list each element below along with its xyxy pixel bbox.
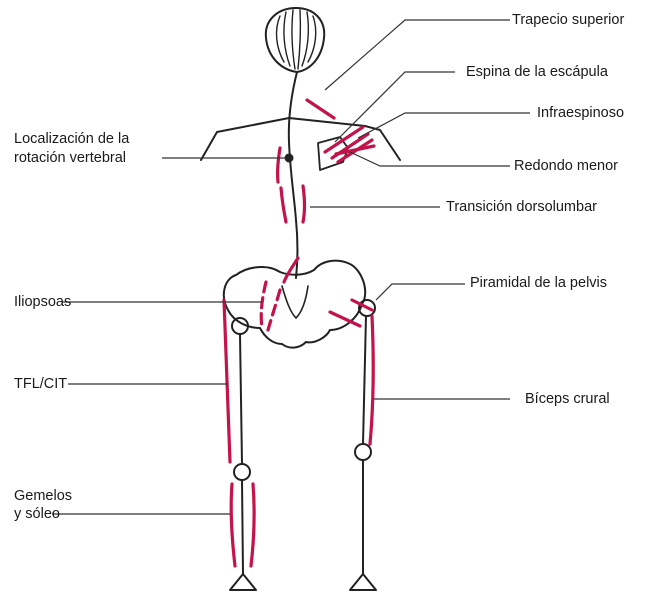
spine-muscle-segment-2 [281, 188, 286, 222]
gemelos-muscle-right [251, 484, 254, 566]
transicion-muscle [303, 186, 305, 222]
label-localizacion-line2: rotación vertebral [14, 149, 126, 167]
iliopsoas-muscle-2 [268, 290, 280, 330]
label-localizacion-line1: Localización de la [14, 130, 129, 148]
shoulder-girdle [201, 118, 400, 160]
leader-redondo [350, 152, 510, 166]
muscles [224, 100, 374, 566]
spine [289, 72, 298, 278]
right-knee-joint [355, 444, 371, 460]
label-biceps-crural: Bíceps crural [525, 390, 610, 408]
left-femur [240, 334, 242, 464]
left-foot [230, 574, 256, 590]
label-tfl-cit: TFL/CIT [14, 375, 67, 393]
piramidal-muscle [330, 312, 360, 326]
leader-espina [335, 72, 455, 142]
label-redondo-menor: Redondo menor [514, 157, 618, 175]
label-transicion-dorsolumbar: Transición dorsolumbar [446, 198, 597, 216]
pelvis [224, 261, 365, 348]
head-ribs [277, 10, 316, 69]
label-gemelos-line1: Gemelos [14, 487, 72, 505]
right-foot [350, 574, 376, 590]
vertebral-rotation-point [286, 155, 293, 162]
label-piramidal-pelvis: Piramidal de la pelvis [470, 274, 607, 292]
left-knee-joint [234, 464, 250, 480]
leader-piramidal [376, 284, 465, 300]
label-gemelos-line2: y sóleo [14, 505, 60, 523]
label-iliopsoas: Iliopsoas [14, 293, 71, 311]
tfl-muscle [224, 300, 230, 462]
biceps-muscle [370, 316, 373, 444]
sacrum [282, 286, 308, 318]
trapecio-muscle [307, 100, 334, 118]
right-femur [363, 316, 366, 444]
gemelos-muscle-left [231, 484, 235, 566]
spine-muscle-segment-1 [278, 148, 280, 182]
label-infraespinoso: Infraespinoso [537, 104, 624, 122]
left-tibia [242, 480, 243, 574]
label-trapecio-superior: Trapecio superior [512, 11, 624, 29]
label-espina-escapula: Espina de la escápula [466, 63, 608, 81]
iliopsoas-muscle [261, 282, 266, 328]
